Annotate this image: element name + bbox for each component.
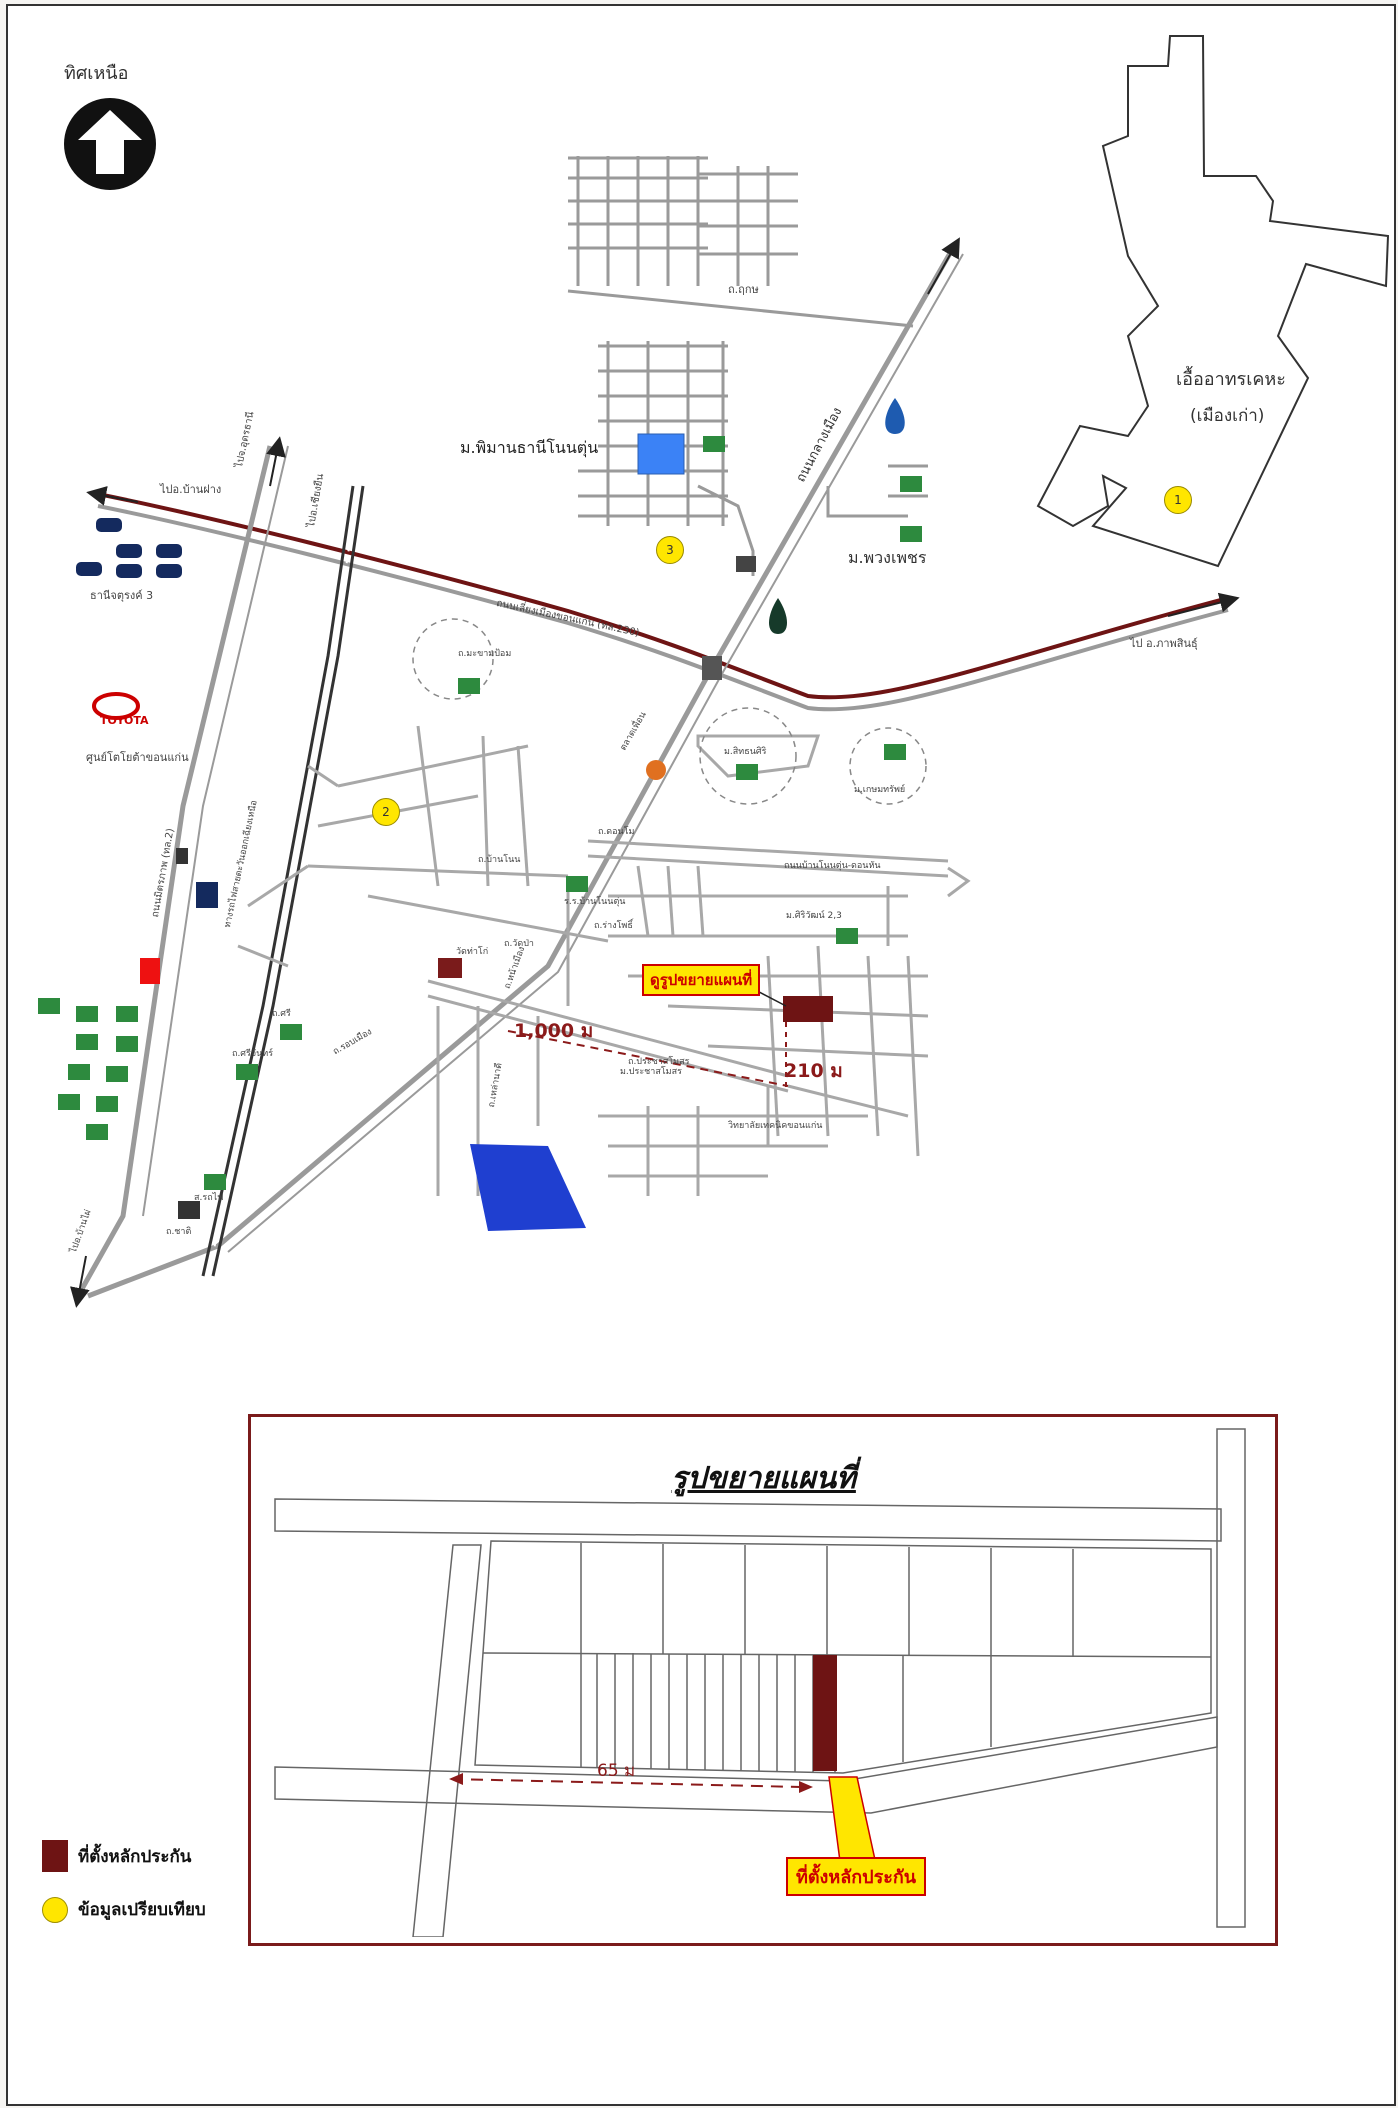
road-vat-label: ถ.วัดป่า [504, 939, 534, 949]
soi-thawonsiri-label: ม.สิทธนศิริ [724, 747, 767, 757]
road-top-label: ถ.ฤกษ [728, 283, 759, 296]
legend-label: ข้อมูลเปรียบเทียบ [78, 1900, 206, 1920]
road-to-nongkhai-label: ไป อ.ภาพสินธุ์ [1130, 637, 1198, 650]
temple-building-icon [438, 958, 462, 978]
bank-icon [196, 882, 218, 908]
soi-roi-label: ถ.ชาติ [166, 1227, 192, 1237]
village-puangpetch-label: ม.พวงเพชร [848, 548, 927, 567]
blue-block [470, 1144, 586, 1231]
soi-sri-label: ถ.ศรี [272, 1009, 291, 1019]
soi-makhampom-label: ถ.มะขามป้อม [458, 649, 512, 659]
village-siriwan-label: ม.ศิริวัฒน์ 2,3 [786, 911, 842, 921]
inset-distance-label: 65 ม [597, 1761, 636, 1781]
north-label: ทิศเหนือ [64, 63, 129, 84]
location-map [38, 35, 1390, 1308]
middle-road [87, 246, 956, 1299]
legend-item-comparable: ข้อมูลเปรียบเทียบ [42, 1896, 206, 1923]
ancient-site-label: เอื้ออาทรเคหะ [1176, 369, 1286, 390]
pond-blue [637, 433, 685, 475]
inset-map: รูปขยายแผนที่ [248, 1414, 1278, 1946]
soi-srichan-label: ถ.ศรีจันทร์ [232, 1049, 274, 1059]
enlarge-map-callout: ดูรูปขยายแผนที่ [642, 964, 761, 996]
map-sheet: ทิศเหนือ [6, 4, 1396, 2106]
ancient-site-boundary [1036, 35, 1390, 568]
legend-label: ที่ตั้งหลักประกัน [78, 1846, 192, 1867]
comparable-swatch [42, 1896, 68, 1923]
building-icon [178, 1201, 200, 1219]
mittraphap-road [75, 445, 273, 1298]
temple-label: วัดท่าโก่ [456, 947, 489, 957]
distance-1000-label: 1,000 ม [514, 1020, 594, 1042]
bypass-road [97, 492, 1229, 700]
road-to-bankhai-label: ไปอ.บ้านฝาง [160, 483, 222, 496]
toyota-logo-icon [92, 692, 140, 720]
soi-cross-label: ถ.ประชาสโมสร [628, 1057, 690, 1067]
ancient-site-sub-label: (เมืองเก่า) [1190, 406, 1265, 426]
village-pimantani-label: ม.พิมานธานีโนนตุ่น [460, 438, 599, 457]
water-drop-icon [885, 398, 905, 434]
north-arrow-icon [64, 98, 156, 190]
village-prachasomsuk-label: ม.ประชาสโมสร [620, 1067, 682, 1077]
central-roads [237, 725, 971, 1196]
soi-kasemsap-label: ม.เกษมทรัพย์ [854, 785, 906, 795]
legend-item-collateral: ที่ตั้งหลักประกัน [42, 1840, 191, 1872]
toyota-center-label: ศูนย์โตโยต้าขอนแก่น [86, 751, 189, 764]
comparable-marker-1: 1 [1164, 486, 1192, 514]
intersection-icon [702, 656, 722, 680]
building-icon [736, 556, 756, 572]
toyota-label: TOYOTA [100, 714, 149, 727]
inset-drawing [274, 1428, 1246, 1937]
collateral-lot [813, 1655, 837, 1771]
soi-nonmuang-label: ถ.ดอนโม [598, 827, 635, 837]
shop-icon [176, 848, 188, 864]
street-grid-village [578, 341, 928, 576]
water-drop-icon [769, 598, 787, 634]
temple-icon [646, 760, 666, 780]
inset-title: รูปขยายแผนที่ [671, 1461, 856, 1496]
school-label: วิทยาลัยเทคนิคขอนแก่น [728, 1121, 823, 1131]
residence-label: ธานีจตุรงค์ 3 [90, 589, 154, 602]
house-icons [38, 436, 922, 1190]
collateral-callout: ที่ตั้งหลักประกัน [786, 1857, 927, 1896]
car-icons [76, 518, 182, 578]
distance-210-label: 210 ม [784, 1060, 843, 1082]
soi-station-label: ส.รถไฟ [194, 1193, 224, 1203]
street-grid-top [567, 156, 914, 328]
comparable-marker-2: 2 [372, 798, 400, 826]
7eleven-icon [140, 958, 160, 984]
road-nonhan-label: ถนนบ้านโนนตุ่น-ดอนหัน [784, 861, 881, 871]
soi-rangbuat-label: ถ.ร่างโพธิ์ [594, 921, 633, 931]
collateral-swatch [42, 1840, 68, 1872]
comparable-marker-3: 3 [656, 536, 684, 564]
collateral-marker-main [783, 996, 833, 1022]
soi-ban-non-label: ถ.บ้านโนน [478, 855, 521, 865]
railway [201, 485, 365, 1277]
shop-ss-label: ร.ร.บ้านโนนตุ่น [564, 897, 626, 907]
